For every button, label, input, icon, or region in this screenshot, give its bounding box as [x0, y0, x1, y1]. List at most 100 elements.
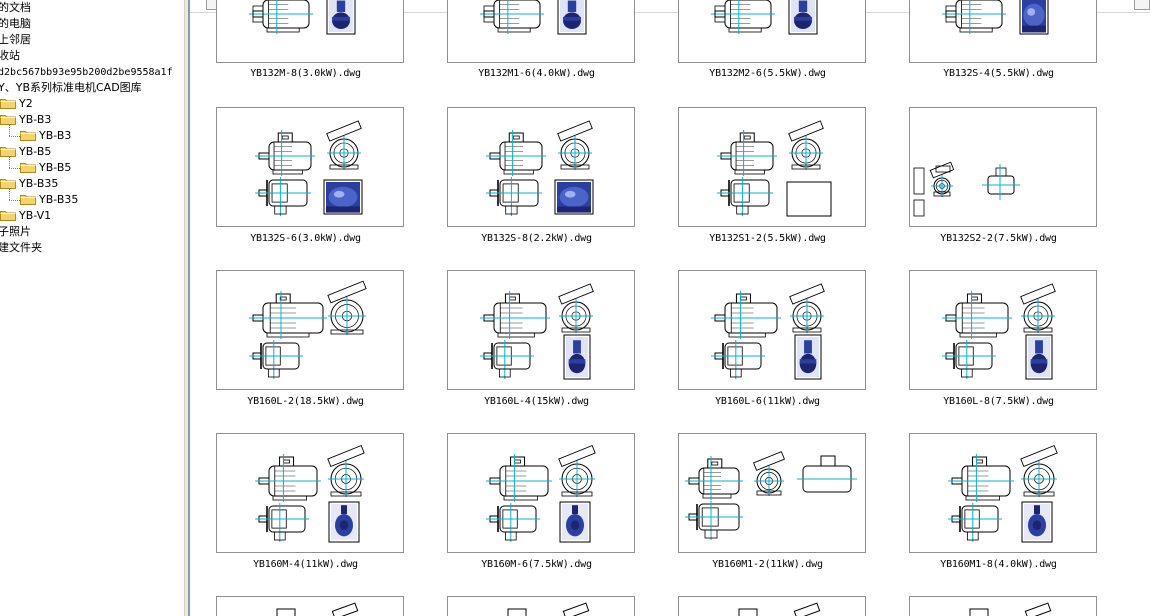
thumbnail-preview [909, 107, 1097, 227]
file-name-label: YB160L-2(18.5kW).dwg [247, 396, 364, 407]
tree-folder[interactable]: YB-B5 [20, 160, 71, 176]
tree-node-label: 收站 [0, 49, 20, 62]
tree-folder[interactable]: YB-B3 [0, 112, 51, 128]
thumbnail-preview [678, 596, 866, 616]
tree-node-label: d2bc567bb93e95b200d2be9558a1f [0, 67, 173, 78]
tree-node[interactable]: Y、YB系列标准电机CAD图库 [0, 80, 142, 96]
thumbnail-preview [678, 0, 866, 63]
thumbnail-preview [447, 596, 635, 616]
tree-node[interactable]: 的电脑 [0, 16, 31, 32]
file-name-label: YB132M-8(3.0kW).dwg [250, 68, 361, 79]
thumbnail-preview [216, 0, 404, 63]
thumbnail-preview [678, 107, 866, 227]
file-name-label: YB160M1-8(4.0kW).dwg [940, 559, 1057, 570]
file-thumbnail[interactable] [190, 596, 421, 616]
file-name-label: YB160M1-2(11kW).dwg [712, 559, 823, 570]
tree-folder[interactable]: Y2 [0, 96, 33, 112]
file-thumbnail[interactable]: YB160L-8(7.5kW).dwg [883, 270, 1114, 433]
file-name-label: YB132S-6(3.0kW).dwg [250, 233, 361, 244]
file-name-label: YB132S1-2(5.5kW).dwg [709, 233, 826, 244]
tree-folder[interactable]: YB-B5 [0, 144, 51, 160]
pane-splitter[interactable] [184, 0, 189, 616]
file-name-label: YB160L-8(7.5kW).dwg [943, 396, 1054, 407]
tree-folder[interactable]: YB-V1 [0, 208, 51, 224]
tree-node-label: YB-B35 [39, 193, 79, 206]
file-thumbnail[interactable]: YB160L-4(15kW).dwg [421, 270, 652, 433]
tree-node[interactable]: 子照片 [0, 224, 31, 240]
file-name-label: YB160M-4(11kW).dwg [253, 559, 358, 570]
tree-folder[interactable]: YB-B35 [0, 176, 58, 192]
file-thumbnail[interactable]: YB132M2-6(5.5kW).dwg [652, 0, 883, 84]
file-name-label: YB160L-6(11kW).dwg [715, 396, 820, 407]
file-thumbnail[interactable]: YB132S2-2(7.5kW).dwg [883, 107, 1114, 270]
tree-node-label: YB-V1 [19, 209, 52, 222]
thumbnail-preview [909, 270, 1097, 390]
tree-node-label: YB-B35 [19, 177, 59, 190]
folder-icon [0, 113, 19, 126]
file-thumbnail[interactable]: YB132S-6(3.0kW).dwg [190, 107, 421, 270]
file-thumbnail[interactable]: YB160M1-8(4.0kW).dwg [883, 433, 1114, 596]
file-thumbnail[interactable]: YB132M-8(3.0kW).dwg [190, 0, 421, 84]
folder-icon [0, 97, 19, 110]
file-thumbnail[interactable]: YB160M-6(7.5kW).dwg [421, 433, 652, 596]
file-thumbnail[interactable] [652, 596, 883, 616]
folder-icon [20, 129, 39, 142]
tree-connector [9, 124, 10, 136]
thumbnail-preview [447, 0, 635, 63]
thumbnail-preview [678, 270, 866, 390]
file-name-label: YB160L-4(15kW).dwg [484, 396, 589, 407]
thumbnail-preview [216, 433, 404, 553]
folder-icon [20, 193, 39, 206]
file-name-label: YB160M-6(7.5kW).dwg [481, 559, 592, 570]
file-thumbnail[interactable] [421, 596, 652, 616]
file-name-label: YB132M1-6(4.0kW).dwg [478, 68, 595, 79]
file-thumbnail[interactable]: YB160L-2(18.5kW).dwg [190, 270, 421, 433]
tree-node-label: YB-B3 [19, 113, 52, 126]
tree-node-label: Y2 [19, 97, 33, 110]
tree-node-label: 建文件夹 [0, 241, 42, 254]
thumbnail-preview [909, 433, 1097, 553]
file-name-label: YB132S2-2(7.5kW).dwg [940, 233, 1057, 244]
file-thumbnail[interactable]: YB160M-4(11kW).dwg [190, 433, 421, 596]
file-name-label: YB132S-8(2.2kW).dwg [481, 233, 592, 244]
tree-node-label: Y、YB系列标准电机CAD图库 [0, 81, 142, 94]
thumbnail-preview [216, 107, 404, 227]
tree-node[interactable]: 的文档 [0, 0, 31, 16]
thumbnail-preview [216, 270, 404, 390]
tree-node-label: YB-B3 [39, 129, 72, 142]
file-thumbnail[interactable]: YB132M1-6(4.0kW).dwg [421, 0, 652, 84]
file-thumbnail[interactable]: YB132S-4(5.5kW).dwg [883, 0, 1114, 84]
file-name-label: YB132M2-6(5.5kW).dwg [709, 68, 826, 79]
folder-icon [0, 177, 19, 190]
tree-node-label: 的电脑 [0, 17, 31, 30]
tree-node[interactable]: 建文件夹 [0, 240, 42, 256]
tree-connector [9, 188, 10, 200]
tree-folder[interactable]: YB-B3 [20, 128, 71, 144]
tree-node-label: 的文档 [0, 1, 31, 14]
tree-node[interactable]: 收站 [0, 48, 20, 64]
content-pane-border [188, 0, 190, 616]
thumbnail-preview [909, 596, 1097, 616]
tree-connector [9, 168, 20, 169]
thumbnail-preview [447, 270, 635, 390]
tree-connector [9, 156, 10, 168]
tree-node[interactable]: d2bc567bb93e95b200d2be9558a1f [0, 64, 173, 80]
file-thumbnail[interactable]: YB132S-8(2.2kW).dwg [421, 107, 652, 270]
tree-node-label: YB-B5 [19, 145, 52, 158]
file-thumbnail[interactable]: YB132S1-2(5.5kW).dwg [652, 107, 883, 270]
thumbnail-preview [678, 433, 866, 553]
scroll-stub [1134, 0, 1150, 10]
tree-node[interactable]: 上邻居 [0, 32, 31, 48]
thumbnail-preview [447, 433, 635, 553]
tree-folder[interactable]: YB-B35 [20, 192, 78, 208]
file-thumbnail[interactable]: YB160L-6(11kW).dwg [652, 270, 883, 433]
folder-tree-pane[interactable]: 的文档的电脑上邻居收站 d2bc567bb93e95b200d2be9558a1f… [0, 0, 184, 616]
folder-icon [20, 161, 39, 174]
thumbnail-preview [216, 596, 404, 616]
tree-connector [9, 200, 20, 201]
file-thumbnail[interactable]: YB160M1-2(11kW).dwg [652, 433, 883, 596]
tree-node-label: 子照片 [0, 225, 31, 238]
file-thumbnail[interactable] [883, 596, 1114, 616]
tree-connector [9, 136, 20, 137]
